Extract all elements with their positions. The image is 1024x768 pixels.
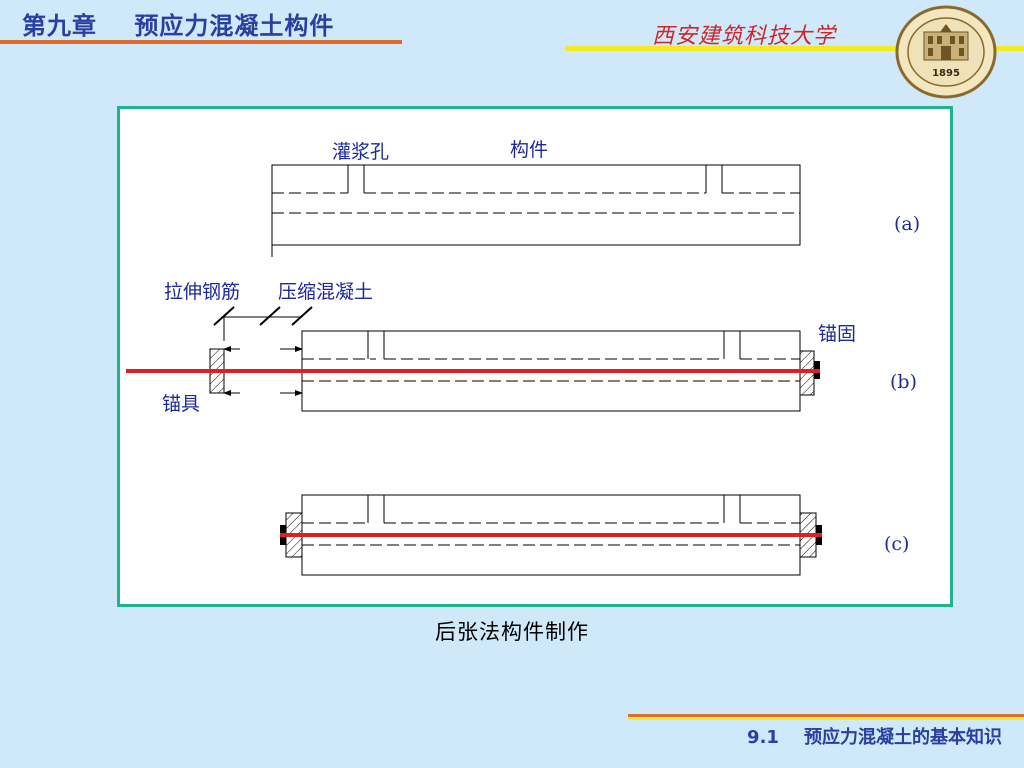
label-anchorage: 锚固 [818,323,857,345]
label-compress-concrete: 压缩混凝土 [278,281,374,303]
figure-frame: 灌浆孔 构件 (a) 拉伸钢筋 压缩混凝土 锚固 (b) 锚具 (c) [117,106,953,607]
footer-rule-orange [628,714,1024,717]
figure-caption: 后张法构件制作 [435,620,589,644]
label-member: 构件 [510,139,549,161]
section-title: 9.1 预应力混凝土的基本知识 [747,727,1002,748]
label-panel-a: (a) [894,213,921,235]
label-grout-hole: 灌浆孔 [332,141,390,163]
member-b [213,306,801,412]
label-panel-b: (b) [890,371,917,393]
post-tension-diagram [126,164,822,576]
header-rule-left-orange [0,40,402,44]
footer-rule-yellow [628,718,1024,720]
seal-year: 1895 [932,68,960,79]
member-a [271,164,801,257]
university-seal-icon: 1895 [895,5,997,99]
chapter-title: 第九章 预应力混凝土构件 [22,12,335,40]
label-anchor-device: 锚具 [162,393,201,415]
label-panel-c: (c) [884,533,910,555]
header-rule-right-yellow [565,46,1024,51]
university-name: 西安建筑科技大学 [652,24,837,49]
label-tension-steel: 拉伸钢筋 [164,281,241,303]
